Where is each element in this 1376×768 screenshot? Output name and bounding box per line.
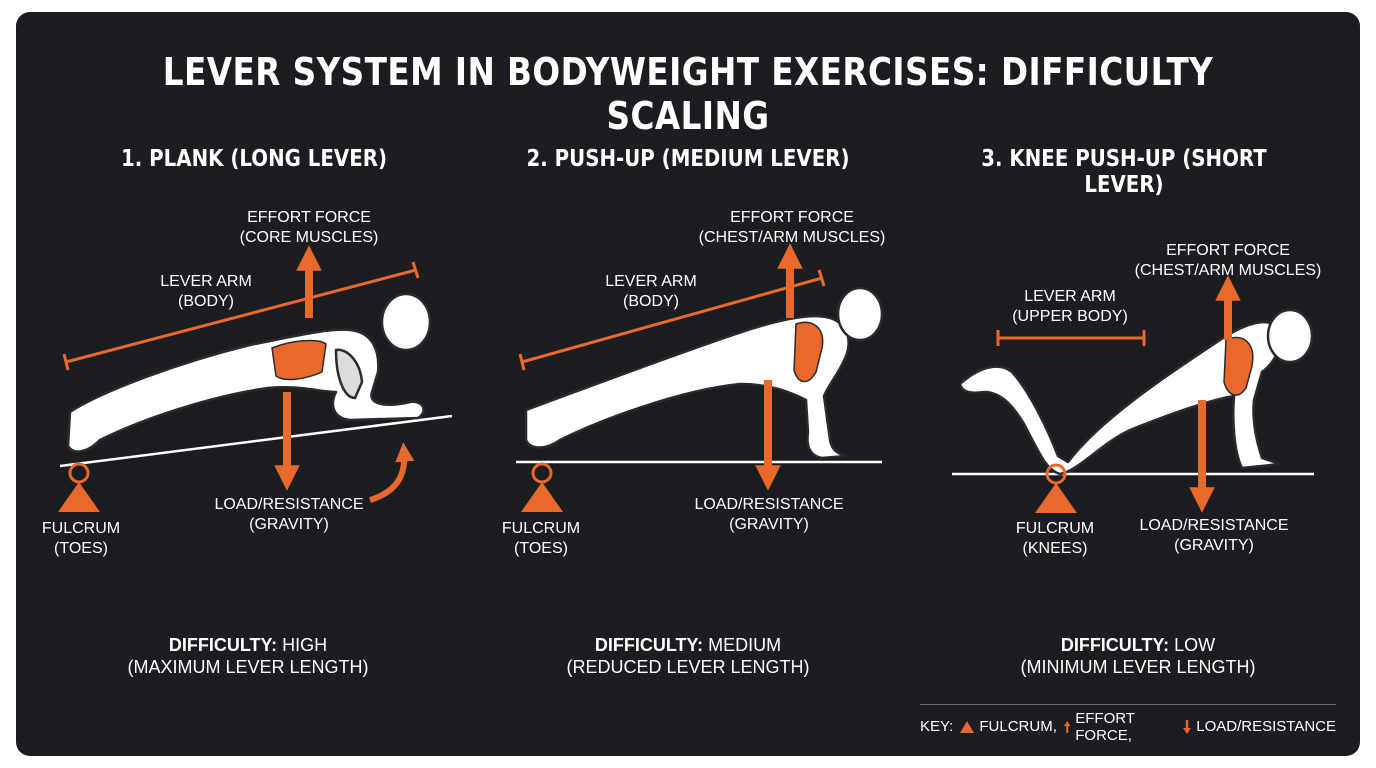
- difficulty-label: DIFFICULTY:: [1060, 635, 1170, 655]
- key-prefix: KEY:: [920, 718, 954, 735]
- arrow-up-icon: [1063, 720, 1071, 733]
- difficulty-value: HIGH: [282, 635, 328, 655]
- plank-fulcrum: [58, 462, 100, 512]
- key-effort-label: EFFORT FORCE,: [1075, 709, 1135, 744]
- effort-label-line: EFFORT FORCE: [1166, 242, 1290, 259]
- lever-label-line: LEVER ARM: [160, 273, 252, 290]
- plank-fulcrum-label: FULCRUM (TOES): [42, 519, 120, 559]
- pushup-load-label: LOAD/RESISTANCE (GRAVITY): [694, 495, 843, 535]
- lever-label-line: (BODY): [178, 293, 234, 310]
- difficulty-label: DIFFICULTY:: [594, 635, 704, 655]
- legend-key: KEY: FULCRUM, EFFORT FORCE, LOAD/RESISTA…: [920, 704, 1336, 744]
- difficulty-value: MEDIUM: [708, 635, 782, 655]
- knee-pushup-panel: [952, 275, 1314, 513]
- lever-label-line: (UPPER BODY): [1012, 308, 1128, 325]
- pushup-panel: [516, 243, 884, 512]
- difficulty-note: (MINIMUM LEVER LENGTH): [1020, 657, 1256, 677]
- load-label-line: LOAD/RESISTANCE: [214, 496, 364, 513]
- fulcrum-label-line: (TOES): [514, 540, 568, 557]
- plank-figure: [66, 292, 432, 453]
- knee-pushup-fulcrum-label: FULCRUM (KNEES): [1016, 519, 1094, 559]
- effort-label-line: (CHEST/ARM MUSCLES): [1134, 262, 1322, 279]
- effort-label-line: (CORE MUSCLES): [239, 229, 379, 246]
- knee-pushup-difficulty: DIFFICULTY: LOW (MINIMUM LEVER LENGTH): [1020, 634, 1255, 678]
- fulcrum-label-line: (TOES): [54, 540, 108, 557]
- load-label-line: LOAD/RESISTANCE: [1139, 517, 1289, 534]
- plank-difficulty: DIFFICULTY: HIGH (MAXIMUM LEVER LENGTH): [127, 634, 368, 678]
- load-label-line: (GRAVITY): [249, 516, 329, 533]
- lever-label-line: LEVER ARM: [605, 273, 697, 290]
- effort-label-line: EFFORT FORCE: [247, 209, 371, 226]
- key-effort: EFFORT FORCE,: [1063, 710, 1176, 744]
- pushup-lever-label: LEVER ARM (BODY): [605, 272, 697, 312]
- pushup-fulcrum: [521, 462, 563, 512]
- fulcrum-label-line: FULCRUM: [41, 520, 121, 537]
- pushup-difficulty: DIFFICULTY: MEDIUM (REDUCED LEVER LENGTH…: [566, 634, 809, 678]
- plank-curved-arrow: [369, 442, 415, 503]
- difficulty-value: LOW: [1174, 635, 1216, 655]
- pushup-title: 2. PUSH-UP (MEDIUM LEVER): [526, 146, 850, 172]
- effort-label-line: EFFORT FORCE: [730, 209, 854, 226]
- knee-pushup-lever-arm: [996, 330, 1146, 346]
- load-label-line: (GRAVITY): [729, 516, 809, 533]
- key-load: LOAD/RESISTANCE: [1182, 718, 1336, 735]
- pushup-lever-arm: [518, 269, 826, 371]
- plank-panel: [58, 245, 453, 512]
- fulcrum-label-line: (KNEES): [1022, 540, 1088, 557]
- arrow-down-icon: [1183, 719, 1192, 734]
- triangle-icon: [960, 720, 975, 733]
- load-label-line: LOAD/RESISTANCE: [694, 496, 844, 513]
- fulcrum-label-line: FULCRUM: [1015, 520, 1095, 537]
- lever-label-line: (BODY): [623, 293, 679, 310]
- knee-pushup-chest-muscle: [1223, 336, 1254, 396]
- knee-pushup-lever-label: LEVER ARM (UPPER BODY): [1012, 287, 1128, 327]
- knee-pushup-load-label: LOAD/RESISTANCE (GRAVITY): [1139, 516, 1288, 556]
- key-fulcrum-label: FULCRUM,: [979, 718, 1057, 735]
- pushup-figure: [524, 286, 884, 460]
- key-load-label: LOAD/RESISTANCE: [1196, 718, 1336, 735]
- plank-core-muscle: [271, 339, 327, 381]
- knee-pushup-title: 3. KNEE PUSH-UP (SHORT LEVER): [981, 146, 1267, 198]
- difficulty-label: DIFFICULTY:: [168, 635, 278, 655]
- difficulty-note: (MAXIMUM LEVER LENGTH): [127, 657, 369, 677]
- plank-lever-label: LEVER ARM (BODY): [160, 272, 252, 312]
- knee-pushup-figure: [958, 308, 1314, 476]
- plank-load-label: LOAD/RESISTANCE (GRAVITY): [214, 495, 363, 535]
- effort-label-line: (CHEST/ARM MUSCLES): [698, 229, 886, 246]
- main-title: LEVER SYSTEM IN BODYWEIGHT EXERCISES: DI…: [162, 50, 1214, 138]
- fulcrum-label-line: FULCRUM: [501, 520, 581, 537]
- load-label-line: (GRAVITY): [1174, 537, 1254, 554]
- difficulty-note: (REDUCED LEVER LENGTH): [566, 657, 810, 677]
- pushup-fulcrum-label: FULCRUM (TOES): [502, 519, 580, 559]
- plank-effort-label: EFFORT FORCE (CORE MUSCLES): [240, 208, 379, 248]
- plank-title: 1. PLANK (LONG LEVER): [121, 146, 387, 172]
- lever-label-line: LEVER ARM: [1024, 288, 1116, 305]
- key-fulcrum: FULCRUM,: [959, 718, 1057, 735]
- knee-pushup-effort-label: EFFORT FORCE (CHEST/ARM MUSCLES): [1135, 241, 1322, 281]
- pushup-effort-label: EFFORT FORCE (CHEST/ARM MUSCLES): [699, 208, 886, 248]
- plank-lever-arm: [62, 261, 420, 371]
- plank-ground: [59, 414, 453, 468]
- pushup-chest-muscle: [793, 321, 824, 383]
- knee-pushup-fulcrum: [1035, 463, 1077, 513]
